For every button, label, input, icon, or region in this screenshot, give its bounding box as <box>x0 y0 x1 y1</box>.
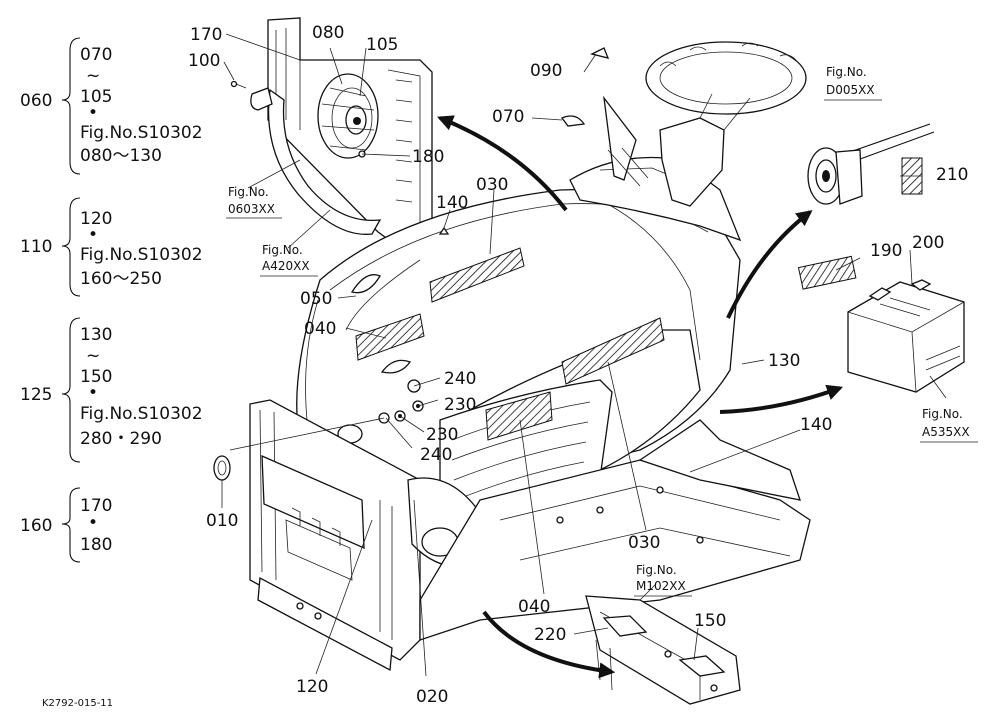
svg-text:Fig.No.: Fig.No. <box>262 243 303 257</box>
group-bracket-160: 160 170 • 180 <box>20 487 112 563</box>
group-line: • <box>88 513 98 533</box>
group-line: 160～250 <box>80 269 162 289</box>
svg-text:Fig.No.: Fig.No. <box>228 185 269 199</box>
fig-ref-D005: Fig.No. D005XX <box>824 65 882 101</box>
callout-140-side: 140 <box>800 415 832 435</box>
group-line: 180 <box>80 535 112 555</box>
group-line: • <box>88 225 98 245</box>
callout-140-top: 140 <box>436 193 468 213</box>
svg-text:Fig.No.: Fig.No. <box>826 65 867 79</box>
seat-bracket-assembly <box>585 595 741 705</box>
group-line: • <box>88 103 98 123</box>
group-line: 070 <box>80 45 112 65</box>
callout-090: 090 <box>530 61 562 81</box>
group-bracket-110: 110 120 • Fig.No.S10302 160～250 <box>20 197 203 297</box>
steering-dashboard <box>560 41 807 242</box>
svg-text:Fig.No.: Fig.No. <box>922 407 963 421</box>
group-bracket-060: 060 070 ~ 105 • Fig.No.S10302 080～130 <box>20 37 203 175</box>
callout-030-side: 030 <box>628 533 660 553</box>
decal-030-side <box>561 317 665 385</box>
fuel-tank-fitting <box>807 123 935 205</box>
callout-180: 180 <box>412 147 444 167</box>
svg-text:Fig.No.: Fig.No. <box>636 563 677 577</box>
part-010 <box>213 455 231 481</box>
callout-010: 010 <box>206 511 238 531</box>
group-line: 150 <box>80 367 112 387</box>
callout-020: 020 <box>416 687 448 707</box>
callout-240-lower: 240 <box>420 445 452 465</box>
leader-lines <box>221 33 947 677</box>
callout-240-upper: 240 <box>444 369 476 389</box>
group-line: ~ <box>86 66 100 86</box>
callout-170: 170 <box>190 25 222 45</box>
group-line: Fig.No.S10302 <box>80 123 203 143</box>
svg-text:0603XX: 0603XX <box>228 202 275 216</box>
radiator-fan-assembly <box>230 17 433 243</box>
group-id: 060 <box>20 91 52 111</box>
group-id: 160 <box>20 516 52 536</box>
callout-050: 050 <box>300 289 332 309</box>
group-bracket-125: 125 130 ~ 150 • Fig.No.S10302 280・290 <box>20 317 203 463</box>
decal-040-left <box>355 313 425 361</box>
fig-ref-A535: Fig.No. A535XX <box>920 407 978 443</box>
battery-assembly <box>797 255 965 393</box>
callout-200: 200 <box>912 233 944 253</box>
svg-text:D005XX: D005XX <box>826 83 875 97</box>
group-id: 110 <box>20 237 52 257</box>
group-line: 280・290 <box>80 429 162 449</box>
chassis-frame <box>419 419 811 641</box>
callout-labels: 170 080 105 100 180 090 070 140 030 050 … <box>188 23 968 707</box>
callout-040-side: 040 <box>518 597 550 617</box>
group-line: 170 <box>80 496 112 516</box>
decal-030-top <box>429 247 525 303</box>
callout-040-top: 040 <box>304 319 336 339</box>
decal-190 <box>797 255 857 290</box>
group-line: 130 <box>80 325 112 345</box>
svg-text:A420XX: A420XX <box>262 259 310 273</box>
callout-190: 190 <box>870 241 902 261</box>
assembly-arrows <box>437 115 844 679</box>
svg-text:A535XX: A535XX <box>922 425 970 439</box>
callout-030-top: 030 <box>476 175 508 195</box>
callout-230-lower: 230 <box>426 425 458 445</box>
callout-070: 070 <box>492 107 524 127</box>
decal-040-side <box>485 391 553 441</box>
callout-130: 130 <box>768 351 800 371</box>
callout-100: 100 <box>188 51 220 71</box>
group-line: 120 <box>80 209 112 229</box>
fig-ref-0603: Fig.No. 0603XX <box>226 185 282 219</box>
callout-220: 220 <box>534 625 566 645</box>
group-line: 080～130 <box>80 146 162 166</box>
callout-105: 105 <box>366 35 398 55</box>
group-line: • <box>88 383 98 403</box>
callout-120: 120 <box>296 677 328 697</box>
group-line: Fig.No.S10302 <box>80 245 203 265</box>
group-line: 105 <box>80 87 112 107</box>
callout-150: 150 <box>694 611 726 631</box>
fig-ref-M102: Fig.No. M102XX <box>634 563 692 597</box>
callout-210: 210 <box>936 165 968 185</box>
fig-ref-A420: Fig.No. A420XX <box>260 243 318 277</box>
callout-080: 080 <box>312 23 344 43</box>
callout-230-upper: 230 <box>444 395 476 415</box>
group-id: 125 <box>20 385 52 405</box>
svg-text:M102XX: M102XX <box>636 579 686 593</box>
front-grille-guard <box>213 399 481 672</box>
group-line: ~ <box>86 346 100 366</box>
drawing-code: K2792-015-11 <box>42 698 113 709</box>
group-line: Fig.No.S10302 <box>80 404 203 424</box>
